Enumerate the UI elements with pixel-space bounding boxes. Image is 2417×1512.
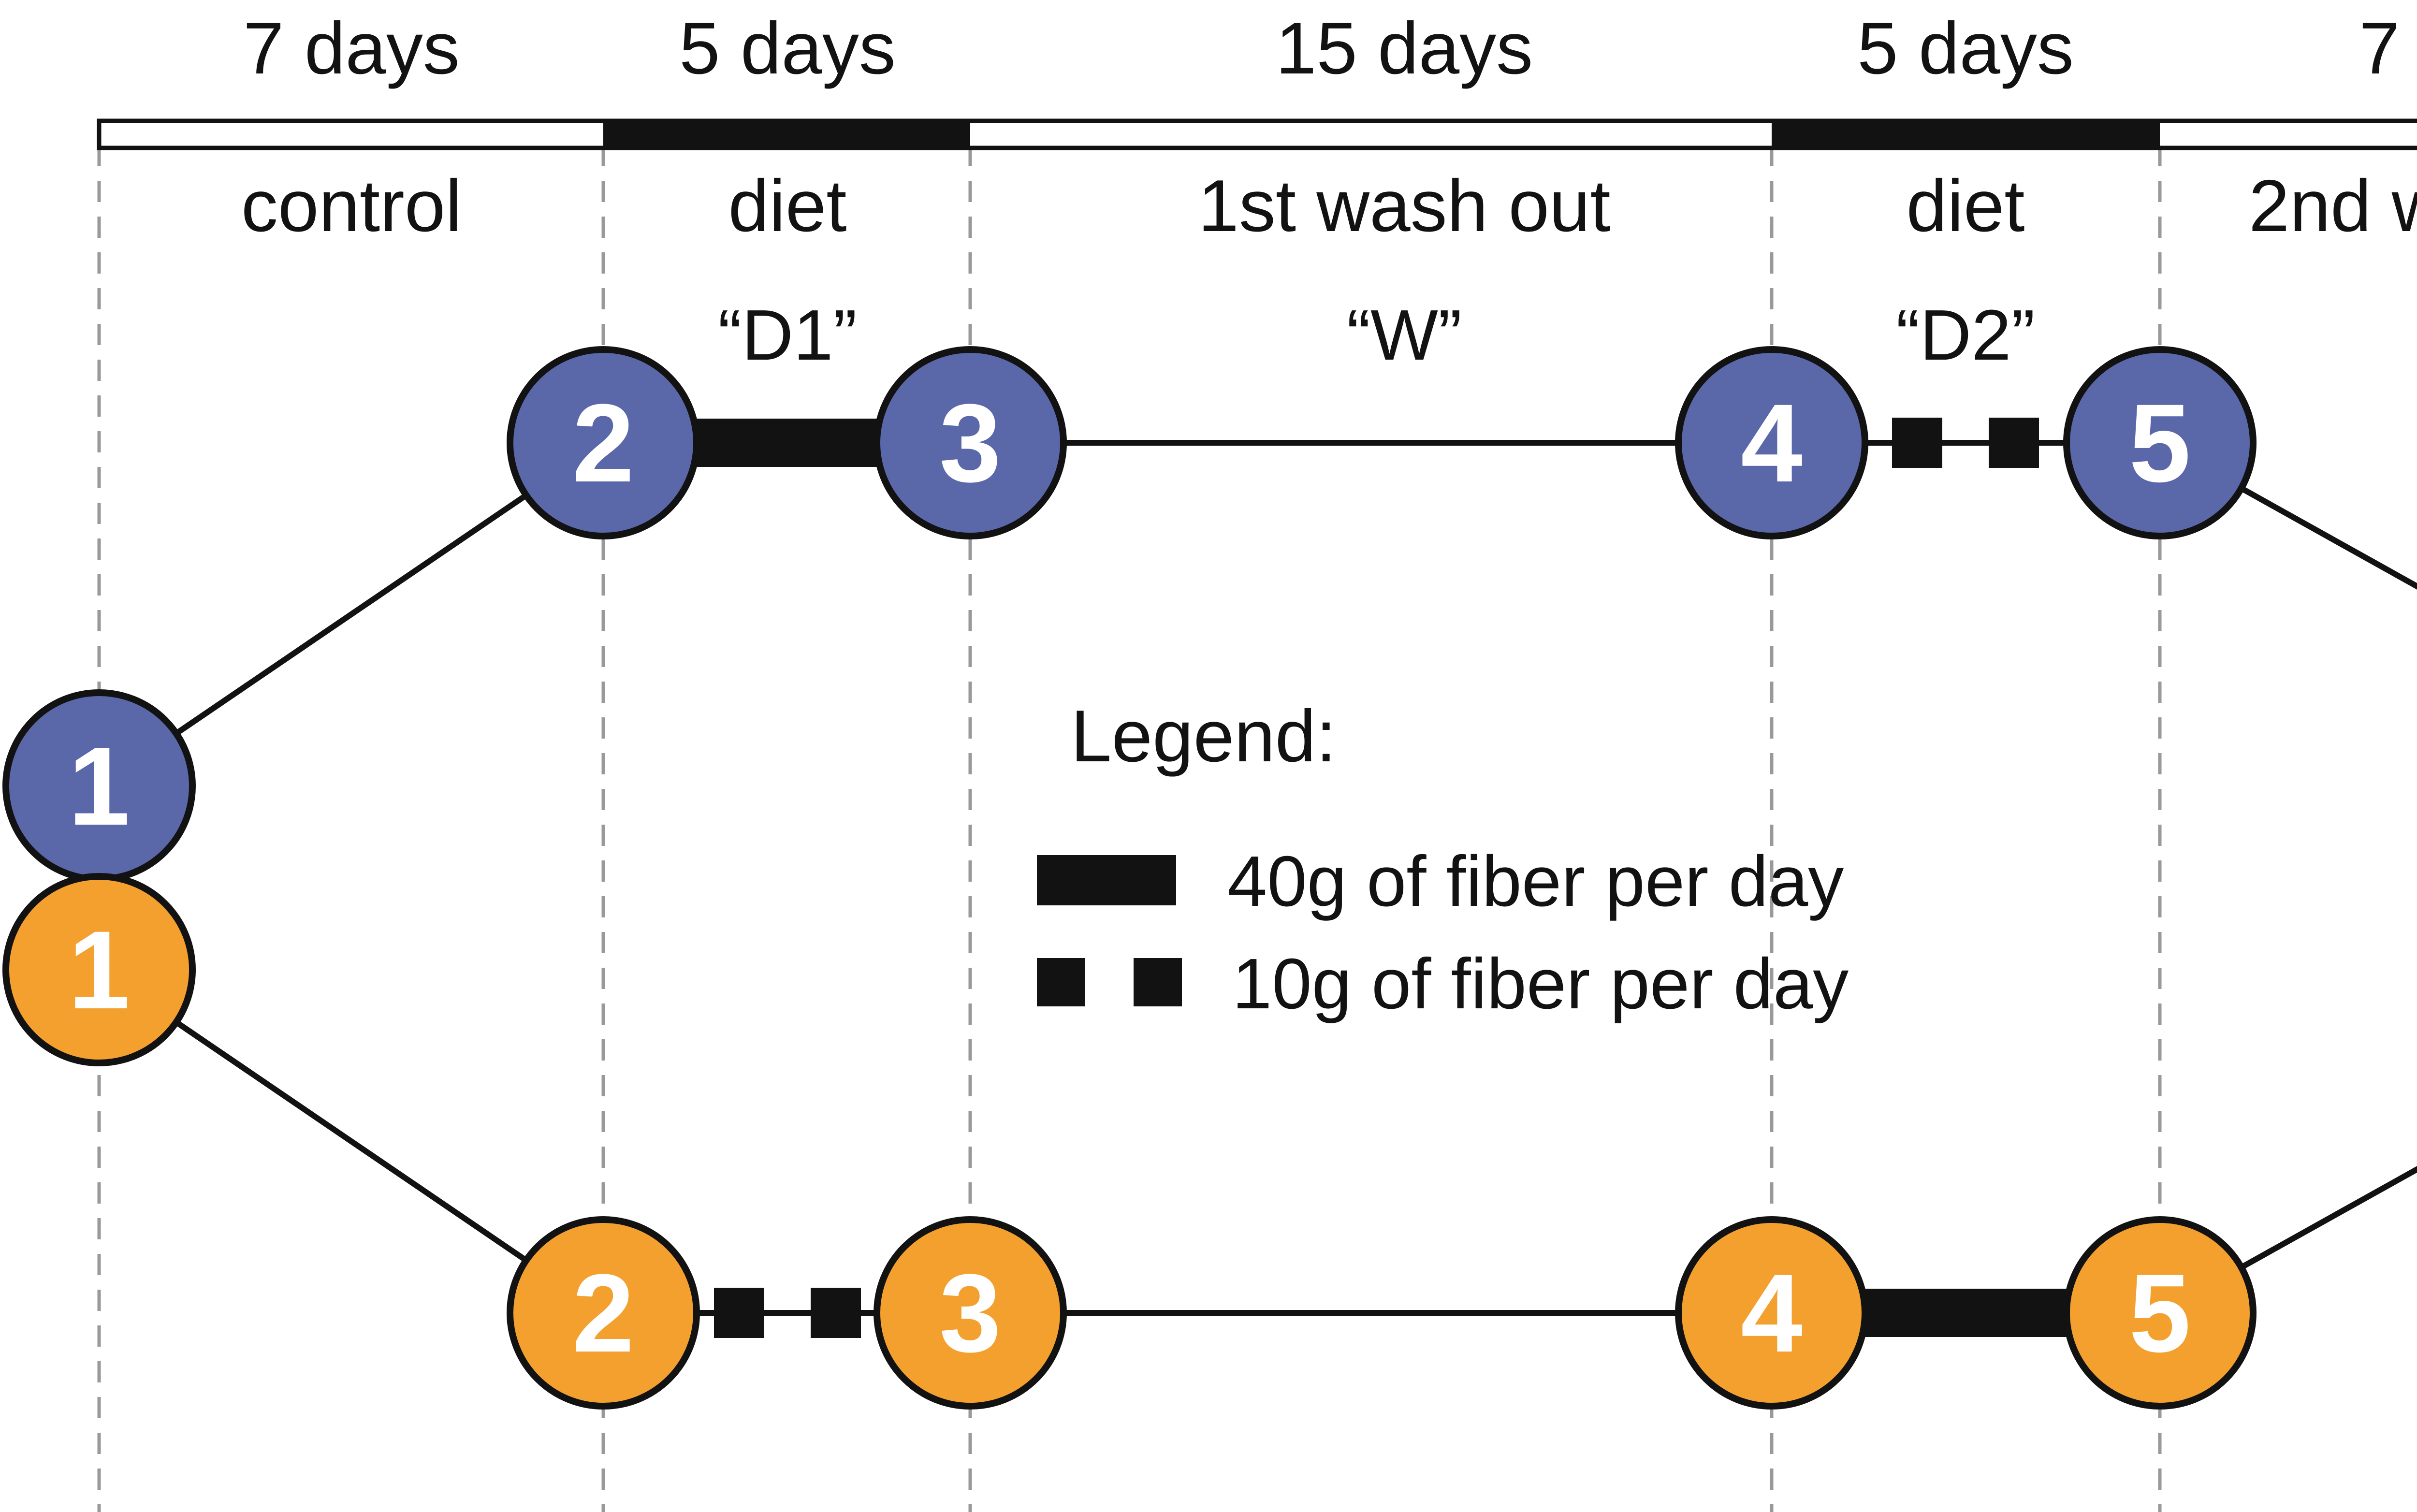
node-orange-3-label: 3 [939, 1251, 1001, 1375]
node-blue-2-label: 2 [572, 381, 634, 505]
duration-diet1: 5 days [679, 7, 896, 89]
legend-title: Legend: [1071, 695, 1336, 777]
duration-washout1: 15 days [1276, 7, 1533, 89]
legend-40g-bar-icon [1037, 855, 1176, 905]
node-orange-2 [507, 1216, 700, 1410]
fiber-10g-square-blue-2 [1989, 418, 2039, 468]
phase-labels: control diet 1st wash out diet 2nd wash … [241, 165, 2417, 247]
node-orange-4 [1675, 1216, 1868, 1410]
period-code-labels: “D1” “W” “D2” [718, 295, 2035, 375]
node-orange-1-label: 1 [68, 908, 130, 1032]
legend-10g-square-icon-2 [1134, 958, 1182, 1006]
edge-orange-5-6 [2158, 1166, 2417, 1316]
node-blue-4-label: 4 [1741, 381, 1803, 505]
timeline-diet1-segment [603, 119, 970, 150]
duration-labels: 7 days 5 days 15 days 5 days 7 days [243, 7, 2417, 89]
node-blue-5 [2063, 346, 2257, 539]
node-orange-5-label: 5 [2129, 1251, 2191, 1375]
code-d2: “D2” [1896, 295, 2035, 375]
phase-washout2: 2nd wash out [2249, 165, 2417, 247]
timeline-bar [97, 118, 2417, 150]
edge-blue-1-2 [97, 440, 605, 788]
node-orange-5 [2063, 1216, 2257, 1410]
node-blue-1-label: 1 [68, 724, 130, 848]
legend-40g-label: 40g of fiber per day [1227, 842, 1844, 921]
fiber-10g-square-orange-1 [714, 1288, 764, 1338]
node-blue-4 [1675, 346, 1868, 539]
node-blue-3 [874, 346, 1067, 539]
node-blue-5-label: 5 [2129, 381, 2191, 505]
code-d1: “D1” [718, 295, 857, 375]
legend-10g-square-icon-1 [1037, 958, 1085, 1006]
fiber-10g-square-blue-1 [1892, 418, 1942, 468]
blue-arm-nodes: 1 2 3 4 5 6 [2, 346, 2257, 883]
orange-arm-nodes: 1 2 3 4 5 6 [2, 873, 2257, 1410]
node-orange-1 [2, 873, 196, 1066]
phase-washout1: 1st wash out [1198, 165, 1610, 247]
legend-10g-label: 10g of fiber per day [1232, 944, 1849, 1024]
legend: Legend: 40g of fiber per day 10g of fibe… [1037, 695, 1849, 1024]
phase-control: control [241, 165, 462, 247]
timeline-diet2-segment [1772, 119, 2160, 150]
fiber-10g-square-orange-2 [811, 1288, 861, 1338]
duration-control: 7 days [243, 7, 460, 89]
node-orange-2-label: 2 [572, 1251, 634, 1375]
node-blue-3-label: 3 [939, 381, 1001, 505]
phase-diet1: diet [728, 165, 846, 247]
phase-diet2: diet [1906, 165, 2024, 247]
node-orange-3 [874, 1216, 1067, 1410]
edge-blue-5-6 [2158, 440, 2417, 590]
duration-washout2: 7 days [2359, 7, 2417, 89]
node-blue-2 [507, 346, 700, 539]
node-orange-4-label: 4 [1741, 1251, 1803, 1375]
code-w: “W” [1347, 295, 1462, 375]
edge-orange-1-2 [97, 967, 605, 1315]
duration-diet2: 5 days [1857, 7, 2074, 89]
